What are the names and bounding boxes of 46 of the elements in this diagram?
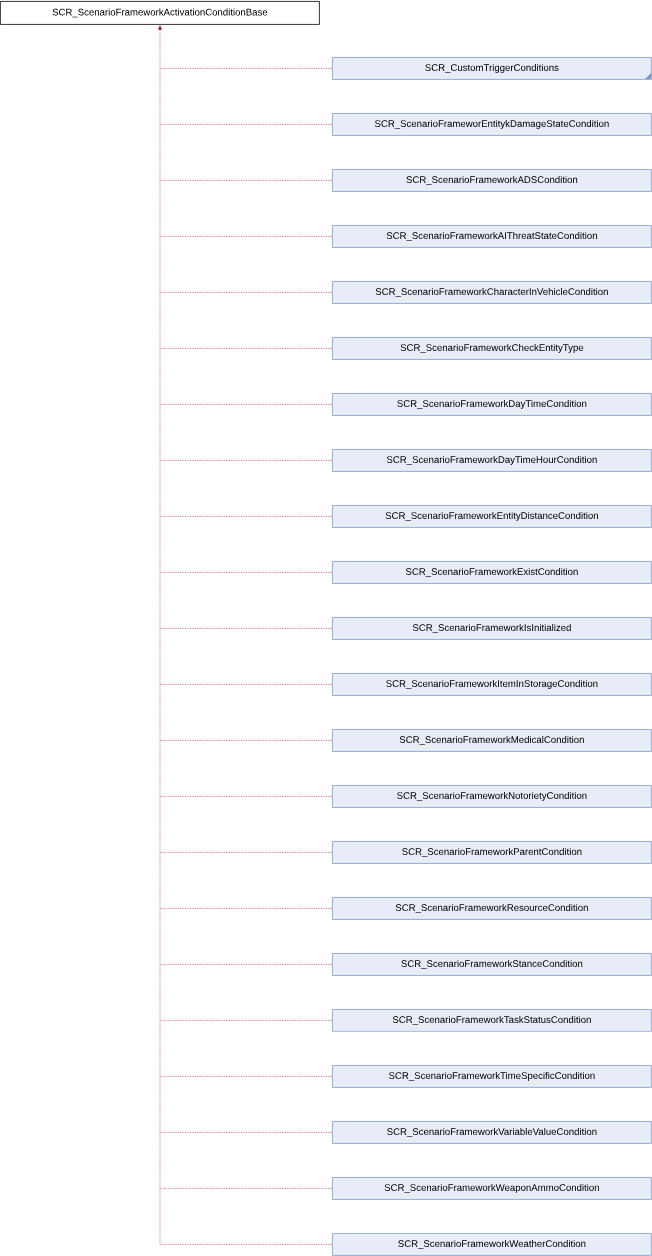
class-box: SCR_ScenarioFrameworkVariableValueCondition <box>332 1121 652 1144</box>
connector-line <box>159 628 333 629</box>
class-box: SCR_ScenarioFrameworkItemInStorageCondition <box>332 673 652 696</box>
class-box: SCR_ScenarioFrameworkTimeSpecificCondition <box>332 1065 652 1088</box>
inheritance-arrow <box>158 25 162 1245</box>
connector-line <box>159 292 333 293</box>
class-box: SCR_ScenarioFrameworkTaskStatusCondition <box>332 1009 652 1032</box>
class-box: SCR_ScenarioFrameworkCheckEntityType <box>332 337 652 360</box>
connector-line <box>159 180 333 181</box>
connector-line <box>159 1132 333 1133</box>
connector-line <box>159 460 333 461</box>
class-box: SCR_ScenarioFrameworkWeatherCondition <box>332 1233 652 1256</box>
class-box: SCR_ScenarioFrameworkDayTimeHourCondition <box>332 449 652 472</box>
connector-line <box>159 68 333 69</box>
class-box: SCR_ScenarioFrameworkEntityDistanceCondition <box>332 505 652 528</box>
connector-line <box>159 516 333 517</box>
class-box: SCR_ScenarioFrameworkMedicalCondition <box>332 729 652 752</box>
class-box: SCR_ScenarioFrameworEntitykDamageStateCondition <box>332 113 652 136</box>
connector-line <box>159 740 333 741</box>
class-box: SCR_ScenarioFrameworkNotorietyCondition <box>332 785 652 808</box>
connector-line <box>159 908 333 909</box>
connector-line <box>159 852 333 853</box>
class-box: SCR_ScenarioFrameworkWeaponAmmoCondition <box>332 1177 652 1200</box>
connector-line <box>159 348 333 349</box>
class-box: SCR_ScenarioFrameworkStanceCondition <box>332 953 652 976</box>
class-box: SCR_ScenarioFrameworkIsInitialized <box>332 617 652 640</box>
class-box: SCR_ScenarioFrameworkParentCondition <box>332 841 652 864</box>
connector-line <box>159 1188 333 1189</box>
connector-line <box>159 796 333 797</box>
class-box: SCR_ScenarioFrameworkActivationConditionBase <box>0 1 320 25</box>
class-box: SCR_ScenarioFrameworkDayTimeCondition <box>332 393 652 416</box>
class-box: SCR_ScenarioFrameworkCharacterInVehicleCondition <box>332 281 652 304</box>
connector-line <box>159 124 333 125</box>
class-box: SCR_ScenarioFrameworkADSCondition <box>332 169 652 192</box>
connector-line <box>159 572 333 573</box>
class-box: SCR_ScenarioFrameworkResourceCondition <box>332 897 652 920</box>
connector-line <box>159 236 333 237</box>
class-box: SCR_ScenarioFrameworkAIThreatStateCondition <box>332 225 652 248</box>
class-box: SCR_ScenarioFrameworkExistCondition <box>332 561 652 584</box>
connector-line <box>159 684 333 685</box>
connector-line <box>159 1076 333 1077</box>
connector-line <box>159 964 333 965</box>
connector-line <box>159 404 333 405</box>
connector-line <box>159 1244 333 1245</box>
connector-line <box>159 1020 333 1021</box>
class-box: SCR_CustomTriggerConditions <box>332 57 652 80</box>
